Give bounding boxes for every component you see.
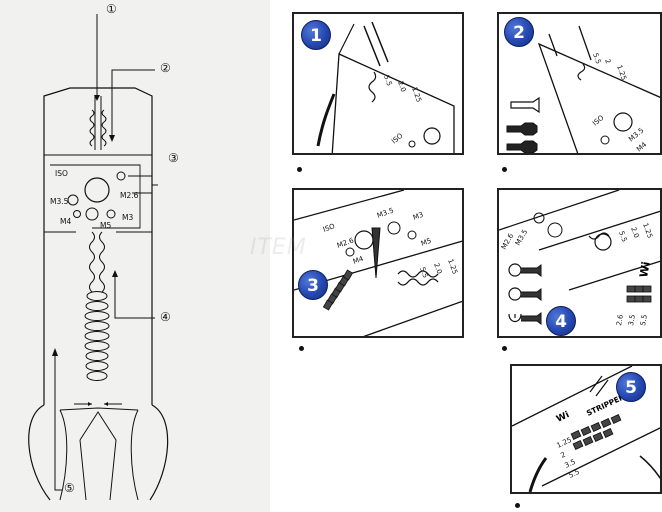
p5-wire-prefix: Wi xyxy=(555,410,571,425)
p4-m26: M2.6 xyxy=(500,232,516,251)
panel-1-illustration: 5.5 2.0 1.25 ISO xyxy=(316,21,455,153)
p5-size-2: 2 xyxy=(559,451,566,460)
label-iso: ISO xyxy=(55,169,68,178)
step-panel-4: M2.6 M3.5 5.5 2.0 1.25 Wi 2.6 3.5 5.5 xyxy=(497,188,662,338)
label-m3: M3 xyxy=(122,213,133,222)
p2-gauge-55: 5.5 xyxy=(591,52,602,65)
callout-2: ② xyxy=(160,61,171,75)
label-m4: M4 xyxy=(60,217,71,226)
step-badge-5: 5 xyxy=(616,372,646,402)
step-badge-4: 4 xyxy=(546,306,576,336)
panel-3-illustration: ISO M2.6 M4 M3.5 M3 M5 5.5 2.0 1.25 xyxy=(294,190,462,336)
p5-size-55: 5.5 xyxy=(567,468,580,480)
tool-diagram-panel: ISO M3.5 M2.6 M3 M4 M5 ① ② ③ ④ ⑤ xyxy=(0,0,270,512)
step-badge-2: 2 xyxy=(504,17,534,47)
p4-size-26: 2.6 xyxy=(615,313,625,326)
step-badge-1: 1 xyxy=(301,20,331,50)
p5-size-35: 3.5 xyxy=(563,458,576,470)
p1-gauge-20: 2.0 xyxy=(396,80,407,93)
step-badge-3: 3 xyxy=(298,270,328,300)
panel-4-illustration: M2.6 M3.5 5.5 2.0 1.25 Wi 2.6 3.5 5.5 xyxy=(499,190,660,326)
p4-gauge-20: 2.0 xyxy=(629,226,640,239)
bullet-2 xyxy=(502,167,507,172)
bullet-1 xyxy=(297,167,302,172)
p2-m4: M4 xyxy=(635,140,649,153)
p1-iso: ISO xyxy=(390,131,405,145)
p4-wire-prefix: Wi xyxy=(637,261,653,279)
callout-4: ④ xyxy=(160,310,171,324)
panel-5-illustration: Wi STRIPPER 1.25 2 3.5 5.5 xyxy=(512,366,660,492)
label-m35: M3.5 xyxy=(50,197,69,206)
p2-iso: ISO xyxy=(591,113,606,127)
p3-m5: M5 xyxy=(420,237,433,248)
p3-gauge-20: 2.0 xyxy=(432,262,443,275)
label-m26: M2.6 xyxy=(120,191,139,200)
p4-size-35: 3.5 xyxy=(627,314,637,326)
callout-1: ① xyxy=(106,2,117,16)
bullet-5 xyxy=(515,503,520,508)
p4-size-55: 5.5 xyxy=(639,314,649,326)
p1-gauge-125: 1.25 xyxy=(410,86,423,103)
p4-m35: M3.5 xyxy=(514,228,530,247)
p3-gauge-125: 1.25 xyxy=(446,258,459,275)
p3-iso: ISO xyxy=(322,222,336,234)
p3-m26: M2.6 xyxy=(336,236,355,250)
p4-gauge-55: 5.5 xyxy=(617,230,628,243)
p1-gauge-55: 5.5 xyxy=(382,74,393,87)
p3-m3: M3 xyxy=(412,211,425,222)
p4-gauge-125: 1.25 xyxy=(641,222,654,239)
callout-3: ③ xyxy=(168,151,179,165)
label-m5: M5 xyxy=(100,221,111,230)
p3-gauge-55: 5.5 xyxy=(418,266,429,279)
bullet-3 xyxy=(299,346,304,351)
p3-m35: M3.5 xyxy=(376,206,395,219)
panel-2-illustration: 5.5 2 1.25 ISO M3.5 M4 xyxy=(506,25,660,153)
p3-m4: M4 xyxy=(352,255,365,266)
callout-5: ⑤ xyxy=(64,481,75,495)
bullet-4 xyxy=(502,346,507,351)
crimping-tool-diagram: ISO M3.5 M2.6 M3 M4 M5 xyxy=(28,14,169,501)
p5-size-125: 1.25 xyxy=(555,436,573,450)
step-panel-3: ISO M2.6 M4 M3.5 M3 M5 5.5 2.0 1.25 xyxy=(292,188,464,338)
p2-gauge-2: 2 xyxy=(603,58,612,65)
step-panel-5: Wi STRIPPER 1.25 2 3.5 5.5 xyxy=(510,364,662,494)
